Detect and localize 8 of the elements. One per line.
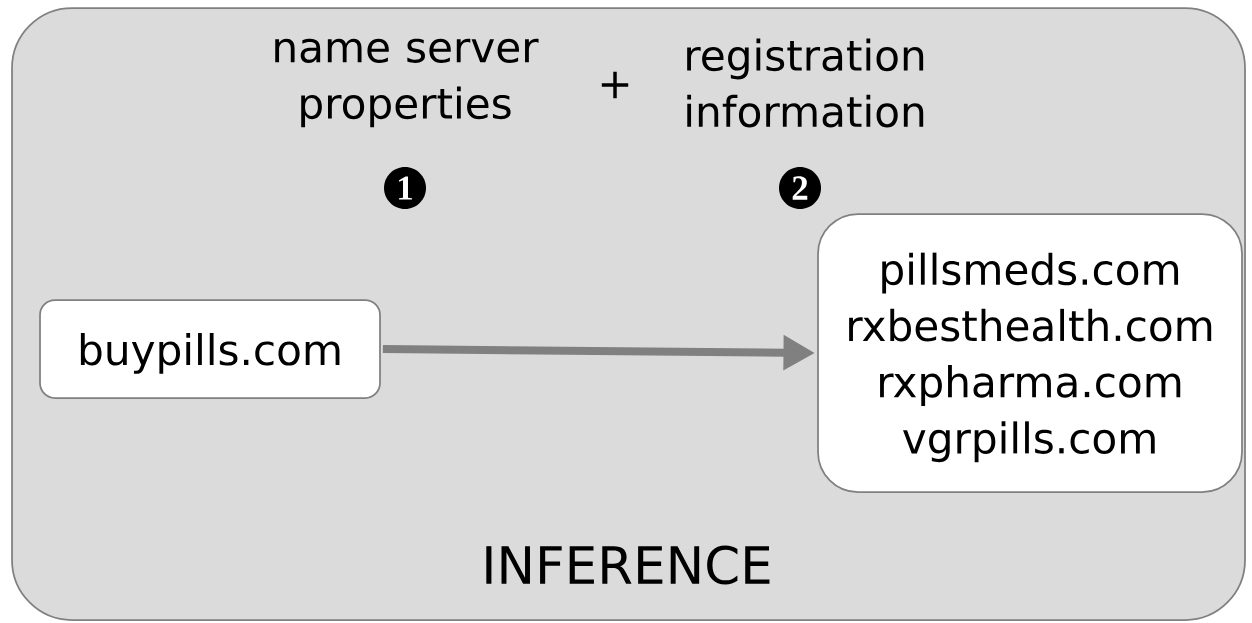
step-number: 2 — [779, 167, 821, 209]
plus-sign: + — [601, 71, 629, 99]
step-number: 1 — [384, 167, 426, 209]
feature-label: registration information — [687, 38, 924, 128]
panel-title: INFERENCE — [486, 545, 770, 585]
feature-label: name server properties — [275, 38, 539, 128]
domain-box: pillsmeds.com rxbesthealth.com rxpharma.com vgrpills.com — [817, 213, 1243, 493]
domain-box: buypills.com — [39, 299, 381, 399]
